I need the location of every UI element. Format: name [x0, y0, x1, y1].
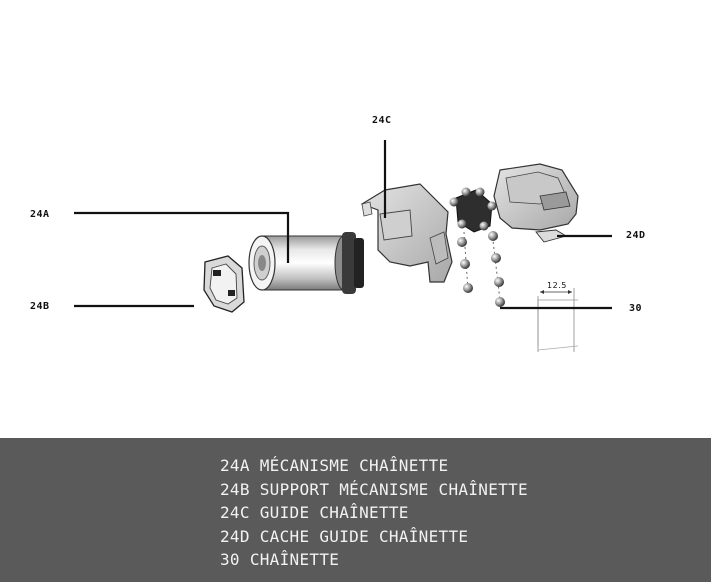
- legend-item: 24C GUIDE CHAÎNETTE: [220, 501, 528, 525]
- legend-text: CHAÎNETTE: [249, 550, 340, 569]
- legend-item: 30 CHAÎNETTE: [220, 548, 528, 572]
- callout-24a: 24A: [30, 209, 50, 220]
- leader-24a: [74, 211, 290, 263]
- diagram-svg: [74, 140, 612, 352]
- legend-text: GUIDE CHAÎNETTE: [259, 503, 409, 522]
- exploded-parts-diagram: 24A 24B 24C 24D 30 12.5: [30, 115, 646, 352]
- legend-code: 24B: [220, 479, 250, 499]
- callout-30: 30: [629, 303, 643, 314]
- legend-item: 24B SUPPORT MÉCANISME CHAÎNETTE: [220, 478, 528, 502]
- callout-24b: 24B: [30, 301, 50, 312]
- legend-panel: 24A MÉCANISME CHAÎNETTE 24B SUPPORT MÉCA…: [0, 438, 711, 582]
- legend-text: MÉCANISME CHAÎNETTE: [259, 456, 449, 475]
- part-24c-guide: [360, 183, 453, 283]
- dimension-detail: [537, 288, 579, 352]
- legend-code: 24C: [220, 503, 250, 522]
- part-24a-mechanism: [248, 232, 364, 294]
- leader-lines: [74, 140, 612, 310]
- legend-text: CACHE GUIDE CHAÎNETTE: [259, 526, 469, 546]
- part-24b-support: [203, 255, 245, 313]
- legend-code: 30: [220, 550, 240, 569]
- legend-item: 24A MÉCANISME CHAÎNETTE: [220, 454, 528, 478]
- callout-24d: 24D: [626, 230, 646, 241]
- part-30-chain: [449, 187, 505, 307]
- legend-item: 24D CACHE GUIDE CHAÎNETTE: [220, 525, 528, 549]
- legend-code: 24D: [220, 526, 250, 546]
- dimension-label: 12.5: [547, 281, 567, 290]
- legend-code: 24A: [220, 456, 250, 475]
- legend-text: SUPPORT MÉCANISME CHAÎNETTE: [259, 479, 528, 499]
- legend-list: 24A MÉCANISME CHAÎNETTE 24B SUPPORT MÉCA…: [220, 454, 528, 572]
- callout-24c: 24C: [372, 115, 392, 126]
- part-24d-cover: [493, 163, 579, 243]
